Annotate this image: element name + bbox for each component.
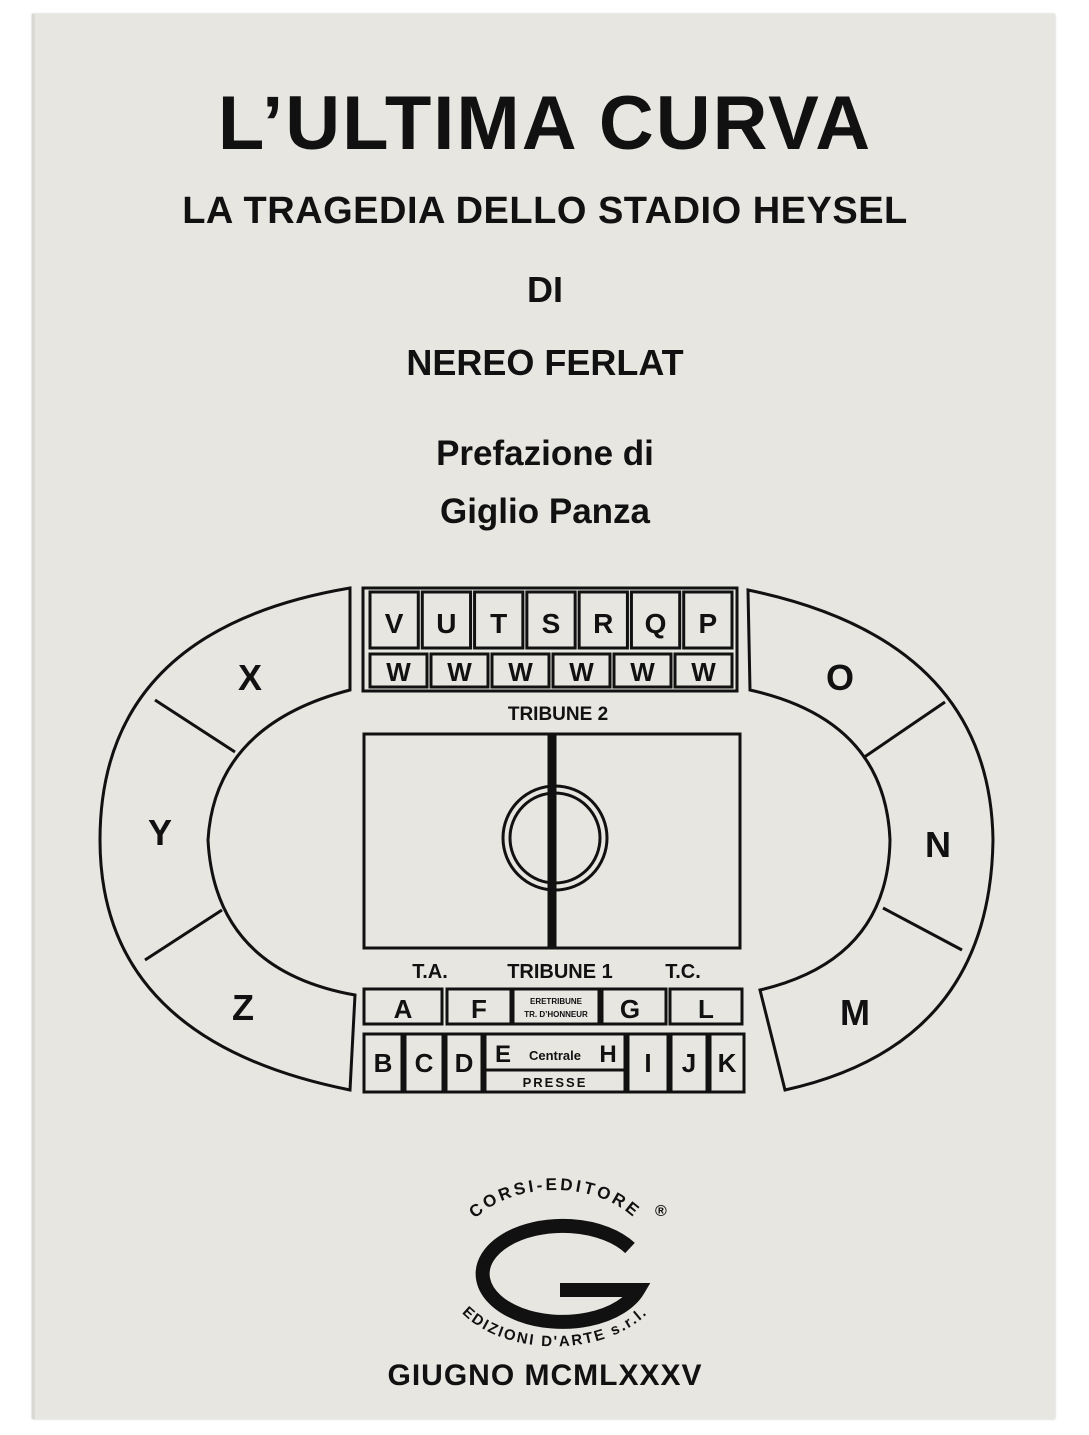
tribune2-top-cell <box>368 590 420 650</box>
right-curve-stand <box>746 588 995 1092</box>
book-title: L’ULTIMA CURVA <box>217 81 873 166</box>
section-g <box>600 987 668 1026</box>
label-k: K <box>718 1048 737 1078</box>
section-d <box>444 1032 484 1094</box>
tribune2-top-label: U <box>436 608 456 639</box>
curve-label-y: Y <box>148 812 172 853</box>
curve-label-x: X <box>238 657 262 698</box>
tribune2-bottom-label: W <box>508 657 533 687</box>
tribune2-top-cell <box>682 590 734 650</box>
section-divider <box>154 698 236 754</box>
section-divider <box>144 908 223 962</box>
tribune2-top-cell <box>577 590 629 650</box>
tribune2-top-label: V <box>385 608 404 639</box>
tribune2-bottom-label: W <box>630 657 655 687</box>
tribune2-bottom-cell <box>612 652 673 689</box>
section-c <box>403 1032 445 1094</box>
tribune2-label: TRIBUNE 2 <box>508 704 608 725</box>
section-f <box>445 987 513 1026</box>
tribune2-bottom-cell <box>429 652 490 689</box>
label-presse: PRESSE <box>523 1075 588 1090</box>
section-a <box>362 987 444 1026</box>
section-j <box>669 1032 709 1094</box>
label-a: A <box>394 994 413 1024</box>
curve-label-n: N <box>925 824 951 865</box>
center-circle <box>501 784 609 892</box>
tc-label: T.C. <box>665 961 701 983</box>
center-circle-inner <box>508 791 602 885</box>
preface-author: Giglio Panza <box>439 492 651 531</box>
section-divider <box>882 906 963 952</box>
logo-g-shape <box>475 1218 651 1329</box>
tribune2-block <box>361 586 739 693</box>
section-divider <box>862 700 946 760</box>
tribune2-top-label: P <box>699 608 718 639</box>
ta-label: T.A. <box>412 961 448 983</box>
tribune2-top-cell <box>525 590 577 650</box>
section-b <box>362 1032 404 1094</box>
curve-label-m: M <box>840 992 870 1033</box>
tribune2-top-cell <box>420 590 473 650</box>
label-f: F <box>471 994 487 1024</box>
label-eretribune: ERETRIBUNE <box>530 997 583 1006</box>
tribune2-bottom-label: W <box>447 657 472 687</box>
label-l: L <box>698 994 714 1024</box>
curve-label-o: O <box>826 657 854 698</box>
tribune2-bottom-cell <box>551 652 612 689</box>
tribune2-bottom-cell <box>368 652 429 689</box>
author-name: NEREO FERLAT <box>406 342 684 383</box>
tribune2-bottom-cell <box>490 652 551 689</box>
section-i <box>626 1032 670 1094</box>
label-i: I <box>644 1048 651 1078</box>
tribune2-top-label: T <box>490 608 507 639</box>
label-g: G <box>620 994 640 1024</box>
book-cover: L’ULTIMA CURVA LA TRAGEDIA DELLO STADIO … <box>32 14 1055 1419</box>
tribune2-top-label: R <box>593 608 613 639</box>
tribune2-bottom-label: W <box>691 657 716 687</box>
by-label: DI <box>527 269 563 310</box>
book-subtitle: LA TRAGEDIA DELLO STADIO HEYSEL <box>182 190 908 232</box>
tribune2-top-label: S <box>542 608 561 639</box>
tribune2-top-cell <box>473 590 525 650</box>
tribune2-top-cell <box>629 590 682 650</box>
label-d: D <box>455 1048 474 1078</box>
section-centrale <box>483 1032 627 1094</box>
section-honneur <box>511 987 601 1026</box>
tribune2-bottom-cell <box>673 652 734 689</box>
preface-label: Prefazione di <box>436 434 654 473</box>
tribune2-top-label: Q <box>645 608 667 639</box>
label-b: B <box>374 1048 393 1078</box>
section-l <box>668 987 744 1026</box>
publisher-top-text: CORSI-EDITORE <box>465 1175 644 1222</box>
left-curve-stand <box>98 586 357 1092</box>
tribune2-bottom-label: W <box>569 657 594 687</box>
label-honneur: TR. D’HONNEUR <box>524 1010 588 1019</box>
publisher-logo: CORSI-EDITORE ® EDIZIONI D'ARTE s.r.l. <box>459 1175 667 1351</box>
curve-label-z: Z <box>232 987 254 1028</box>
publication-date: GIUGNO MCMLXXXV <box>387 1359 703 1392</box>
label-centrale: Centrale <box>529 1048 581 1063</box>
registered-mark: ® <box>655 1203 667 1220</box>
label-e: E <box>495 1041 511 1068</box>
label-h: H <box>599 1041 616 1068</box>
label-j: J <box>682 1048 696 1078</box>
section-k <box>708 1032 746 1094</box>
tribune2-bottom-label: W <box>386 657 411 687</box>
tribune1-label: TRIBUNE 1 <box>507 961 613 983</box>
label-c: C <box>415 1048 434 1078</box>
